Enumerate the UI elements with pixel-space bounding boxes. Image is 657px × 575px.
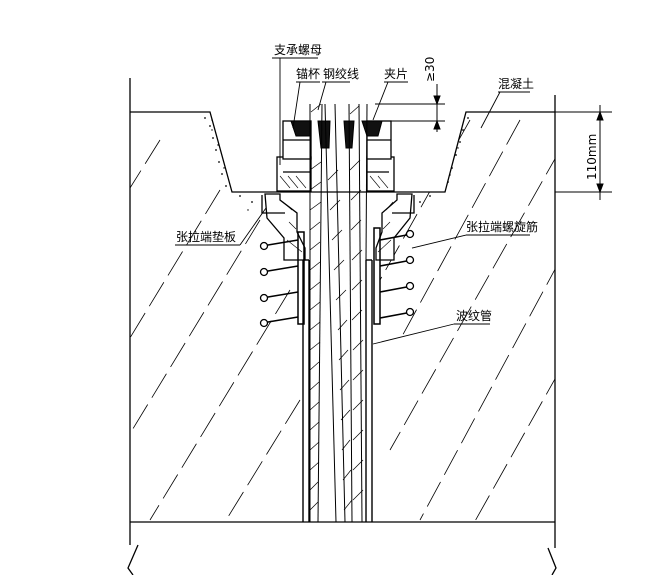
bearing-plate-hatch (282, 201, 394, 253)
label-spiral-rebar: 张拉端螺旋筋 (466, 219, 538, 234)
grout-speckle (204, 117, 469, 211)
wedge-clips (290, 120, 383, 149)
leader-lines (175, 57, 530, 345)
label-support-nut: 支承螺母 (274, 43, 322, 57)
support-nut-hatch (279, 175, 389, 189)
strand-hatch (309, 103, 364, 511)
label-strand: 钢绞线 (323, 66, 359, 81)
steel-strands (309, 103, 368, 523)
concrete-hatch (130, 119, 555, 522)
label-concrete: 混凝土 (498, 76, 534, 91)
support-nut (276, 156, 395, 192)
bearing-plate (261, 193, 415, 261)
label-clip: 夹片 (384, 67, 408, 81)
label-anchor-cup: 锚杯 (296, 66, 320, 81)
corrugated-duct (302, 259, 373, 522)
dim-pocket-depth-text: 110mm (585, 134, 599, 180)
dim-pocket-depth (555, 105, 612, 200)
dim-protrusion (375, 84, 445, 132)
spiral-rebar-ends (259, 229, 415, 328)
concrete-body (127, 78, 557, 575)
dim-protrusion-text: ≥30 (423, 57, 437, 82)
label-duct: 波纹管 (456, 308, 492, 323)
label-bearing-plate: 张拉端垫板 (176, 229, 236, 244)
